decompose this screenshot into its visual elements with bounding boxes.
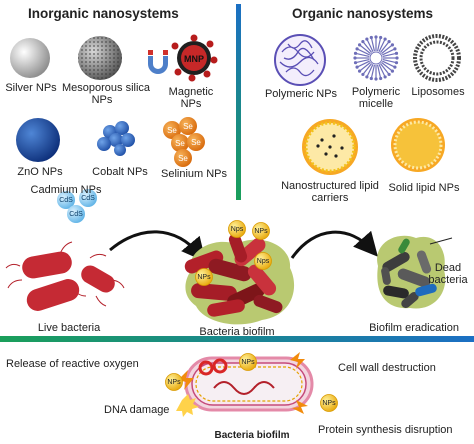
label-solid-lipid-nps: Solid lipid NPs: [388, 182, 460, 194]
vertical-divider: [236, 4, 241, 200]
liposome: [413, 34, 461, 82]
magnetic-np: [148, 34, 218, 82]
tag-nps-mech-3: NPs: [322, 400, 336, 407]
selenium-np-cluster: [163, 117, 205, 167]
label-silver-nps: Silver NPs: [5, 82, 57, 94]
solid-lipid-np: [391, 118, 445, 172]
organic-header: Organic nanosystems: [292, 6, 434, 21]
tag-mnp: MNP: [184, 54, 204, 64]
bacterium-cross-section: [165, 352, 338, 417]
label-polymeric-nps: Polymeric NPs: [264, 88, 338, 100]
label-protein-synthesis-disruption: Protein synthesis disruption: [318, 424, 453, 436]
tag-nps-mech-1: NPs: [167, 379, 181, 386]
tag-nps-biofilm-1: NPs: [197, 274, 211, 281]
label-release-reactive-oxygen: Release of reactive oxygen: [6, 358, 139, 370]
label-cadmium-nps: Cadmium NPs: [30, 184, 102, 196]
label-live-bacteria: Live bacteria: [37, 322, 101, 334]
inorganic-header: Inorganic nanosystems: [28, 6, 179, 21]
label-mechanism-caption: Bacteria biofilm: [214, 430, 290, 441]
tag-cds-3: CdS: [69, 211, 83, 218]
tag-se-1: Se: [167, 126, 177, 135]
cobalt-np-cluster: [97, 121, 135, 156]
label-biofilm-eradication: Biofilm eradication: [369, 322, 459, 334]
arrow-to-eradication: [290, 230, 378, 259]
label-cell-wall-destruction: Cell wall destruction: [338, 362, 436, 374]
label-bacteria-biofilm: Bacteria biofilm: [199, 326, 275, 338]
nanostructured-lipid-carrier: [302, 119, 358, 175]
label-liposomes: Liposomes: [411, 86, 465, 98]
label-selinium-nps: Selinium NPs: [160, 168, 228, 180]
silver-np: [10, 38, 50, 78]
tag-se-3: Se: [175, 139, 185, 148]
cadmium-np-cluster: [57, 189, 97, 223]
tag-nps-mech-2: NPs: [241, 359, 255, 366]
bacteria-biofilm: [184, 220, 295, 325]
tag-nps-biofilm-4: NPs: [254, 228, 268, 235]
tag-se-2: Se: [183, 122, 193, 131]
label-dna-damage: DNA damage: [104, 404, 170, 416]
polymeric-np: [274, 34, 326, 86]
tag-nps-biofilm-2: Nps: [230, 226, 244, 233]
tag-se-4: Se: [191, 138, 201, 147]
zno-np: [16, 118, 60, 162]
label-zno-nps: ZnO NPs: [17, 166, 63, 178]
np-tag-group: [195, 220, 272, 286]
polymeric-micelle: [353, 35, 399, 81]
tag-nps-biofilm-3: Nps: [256, 258, 270, 265]
horizontal-divider: [0, 336, 474, 342]
label-cobalt-nps: Cobalt NPs: [92, 166, 148, 178]
tag-se-5: Se: [178, 154, 188, 163]
mesoporous-silica-np: [78, 36, 122, 80]
tag-cds-1: CdS: [59, 197, 73, 204]
arrow-to-biofilm: [109, 230, 206, 262]
eradicated-biofilm: [377, 235, 453, 309]
live-bacteria: [5, 241, 125, 311]
tag-cds-2: CdS: [81, 195, 95, 202]
